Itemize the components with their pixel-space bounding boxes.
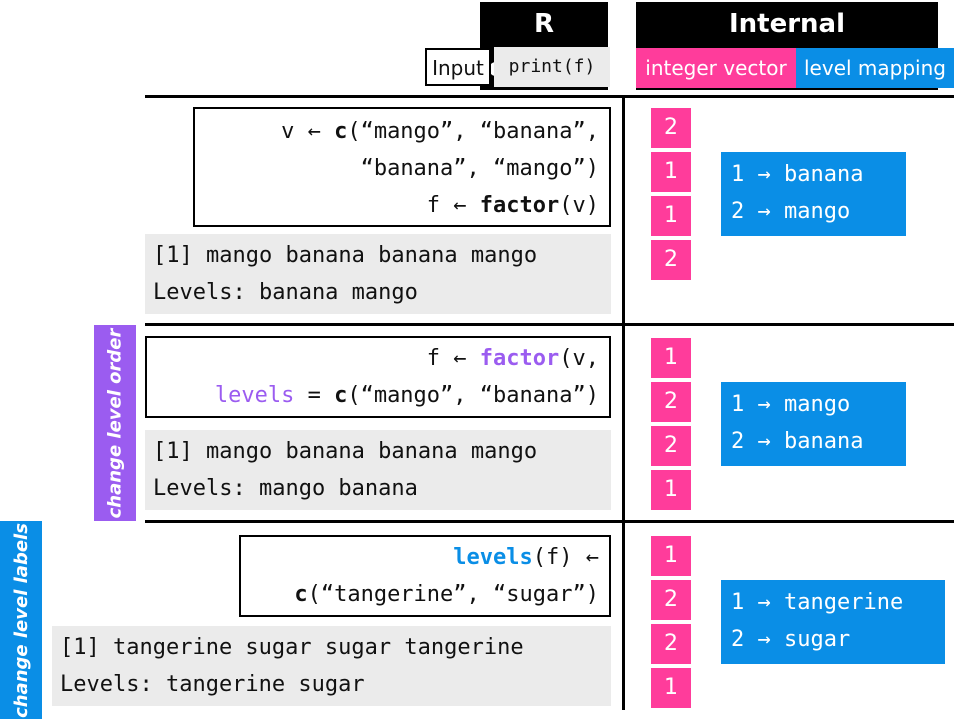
section3-input-box: levels(f) ← c(“tangerine”, “sugar”) [239,535,611,617]
section3-code-line1: levels(f) ← [453,545,599,570]
section3-map-line2: 2 → sugar [731,627,851,652]
section2-output-line2: Levels: mango banana [153,476,418,501]
section1-code-line2: “banana”, “mango”) [360,156,599,181]
section1-map-line1: 1 → banana [731,162,864,187]
section3-output-line1: [1] tangerine sugar sugar tangerine [60,635,524,660]
section3-int-3: 2 [651,624,691,664]
section2-int-2: 2 [651,382,691,422]
section1-output-line1: [1] mango banana banana mango [153,243,538,268]
section3-mapping: 1 → tangerine 2 → sugar [721,580,945,664]
section3-output-line2: Levels: tangerine sugar [60,672,365,697]
section2-map-line1: 1 → mango [731,392,851,417]
section3-code-line2: c(“tangerine”, “sugar”) [294,582,599,607]
section3-map-line1: 1 → tangerine [731,590,904,615]
section1-code-line3: f ← factor(v) [426,193,599,218]
divider-bottom [145,520,954,523]
column-divider [622,95,625,710]
section3-int-1: 1 [651,536,691,576]
section1-int-4: 2 [651,240,691,280]
section1-output: [1] mango banana banana mango Levels: ba… [145,234,611,314]
section2-int-1: 1 [651,338,691,378]
section2-code-line1: f ← factor(v, [426,346,599,371]
change-level-order-label: change level order [94,325,136,521]
section2-int-3: 2 [651,426,691,466]
section2-mapping: 1 → mango 2 → banana [721,382,906,466]
change-level-labels-label: change level labels [0,521,42,719]
section1-map-line2: 2 → mango [731,199,851,224]
section2-input-box: f ← factor(v, levels = c(“mango”, “banan… [145,336,611,418]
section2-int-4: 1 [651,470,691,510]
section2-code-line2: levels = c(“mango”, “banana”) [214,383,599,408]
section1-input-box: v ← c(“mango”, “banana”, “banana”, “mang… [193,107,611,227]
section2-map-line2: 2 → banana [731,429,864,454]
section2-output: [1] mango banana banana mango Levels: ma… [145,430,611,510]
divider-top [145,95,954,98]
section1-int-1: 2 [651,108,691,148]
section1-mapping: 1 → banana 2 → mango [721,152,906,236]
divider-middle [145,323,954,326]
print-legend: print(f) [494,47,610,87]
section3-int-4: 1 [651,668,691,708]
section3-int-2: 2 [651,580,691,620]
level-mapping-header: level mapping [796,48,954,88]
section3-output: [1] tangerine sugar sugar tangerine Leve… [52,626,611,706]
section1-int-2: 1 [651,152,691,192]
integer-vector-header: integer vector [636,48,796,88]
section1-output-line2: Levels: banana mango [153,280,418,305]
section1-code-line1: v ← c(“mango”, “banana”, [281,119,599,144]
input-legend: Input [425,48,491,86]
section1-int-3: 1 [651,196,691,236]
section2-output-line1: [1] mango banana banana mango [153,439,538,464]
